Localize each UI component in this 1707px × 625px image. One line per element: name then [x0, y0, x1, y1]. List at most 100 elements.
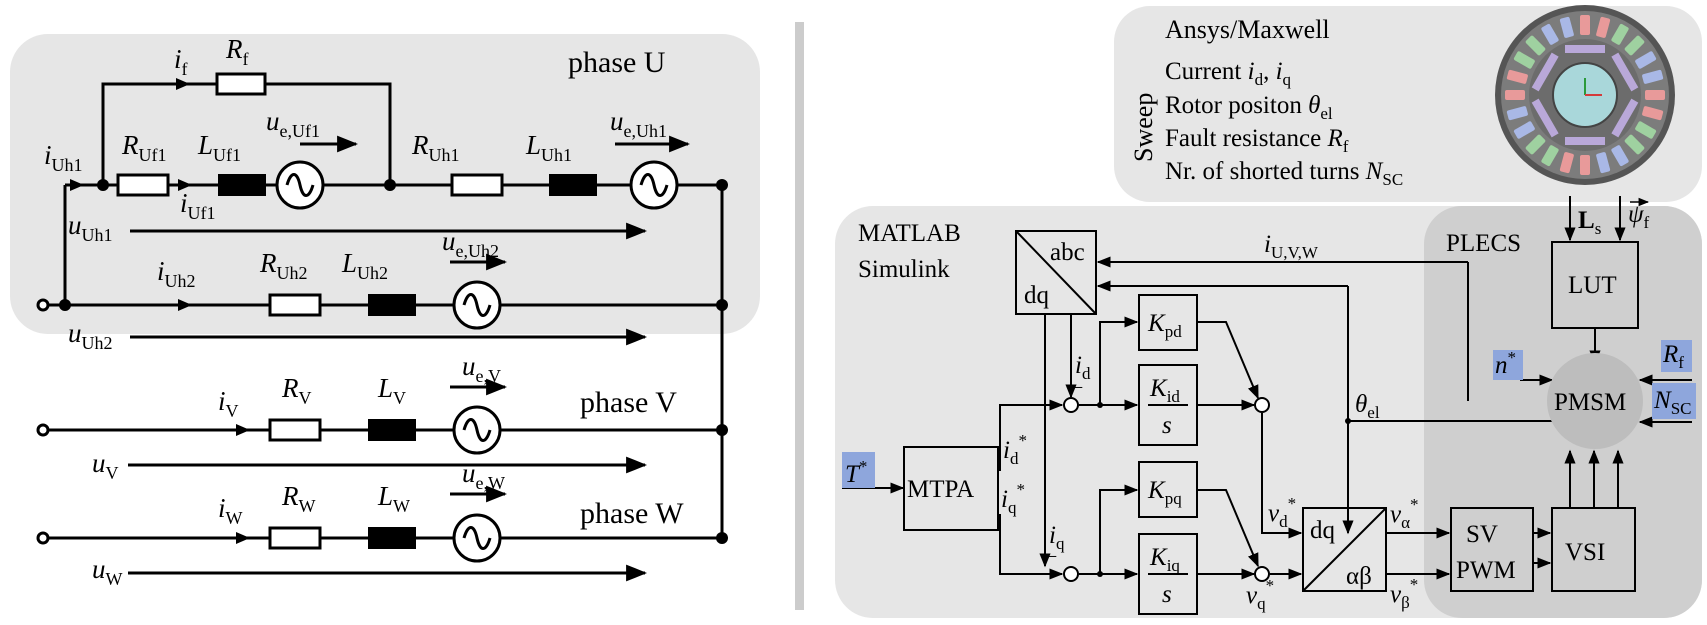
sweep-label: Sweep	[1129, 93, 1158, 162]
kiq-block	[1138, 533, 1198, 615]
terminal-w	[36, 531, 50, 545]
sweep-item-fault: Fault resistance Rf	[1165, 125, 1349, 156]
kpd-label: Kpd	[1147, 310, 1182, 341]
stator-slot	[1624, 134, 1645, 155]
pmsm-label: PMSM	[1554, 389, 1626, 416]
input-r-f[interactable]	[1661, 340, 1692, 372]
terminal-v	[36, 423, 50, 437]
stator-slot	[1635, 121, 1657, 139]
stator-slot	[1611, 23, 1629, 45]
label-u-uh2: uUh2	[68, 318, 113, 353]
stator-slot	[1624, 35, 1645, 56]
label-i-w: iW	[218, 493, 243, 528]
label-r-uf1: RUf1	[121, 130, 167, 165]
mtpa-label: MTPA	[907, 476, 974, 503]
matlab-label: MATLAB	[858, 220, 961, 247]
label-u-e-v: ue,V	[462, 351, 501, 386]
phase-u-label: phase U	[568, 46, 666, 79]
stator-slot	[1513, 51, 1535, 69]
signal-i-d-star: id*	[1003, 431, 1027, 468]
signal-theta-el: θel	[1355, 391, 1380, 422]
node-dot	[59, 299, 71, 311]
label-t-star: T*	[845, 457, 867, 488]
stator-slot	[1642, 69, 1664, 84]
stator-slot	[1642, 106, 1664, 121]
stator-slot	[1596, 152, 1611, 174]
panel-divider	[795, 22, 804, 610]
current-arrow	[70, 179, 84, 191]
label-l-v: LV	[377, 373, 406, 408]
kpq-label: Kpq	[1147, 477, 1182, 508]
kiq-s: s	[1162, 581, 1172, 608]
minus-sign-d: −	[1072, 377, 1083, 399]
inductor-luf1	[218, 174, 266, 196]
signal-i-q: iq	[1049, 522, 1065, 553]
inductor-lw	[368, 527, 416, 549]
stator-slot	[1580, 15, 1590, 35]
source-v-sine-icon	[462, 418, 492, 442]
abc-label: abc	[1050, 239, 1085, 266]
rotor-magnet	[1565, 45, 1605, 53]
lut-block	[1551, 241, 1639, 329]
stator-slot	[1513, 121, 1535, 139]
phase-w-label: phase W	[580, 497, 684, 530]
simulation-setup: Ansys/Maxwell Sweep Current id, iq Rotor…	[835, 5, 1702, 618]
current-arrow	[236, 532, 250, 544]
branch-dot	[1097, 402, 1103, 408]
sv-label: SV	[1466, 521, 1498, 548]
stator-slot	[1559, 16, 1574, 38]
rotor-magnet	[1611, 98, 1639, 138]
label-l-w: LW	[377, 481, 410, 516]
stator-slot	[1580, 155, 1590, 175]
rotor-magnet	[1531, 52, 1559, 92]
current-arrow	[236, 424, 250, 436]
resistor-rv	[268, 418, 322, 442]
current-arrow	[176, 78, 190, 90]
rotor-magnet	[1531, 98, 1559, 138]
sum-junction-vq	[1254, 566, 1270, 582]
stator-slot	[1635, 51, 1657, 69]
label-u-e-w: ue,W	[462, 458, 505, 493]
label-n-star: n*	[1495, 348, 1516, 379]
label-r-uh1: RUh1	[411, 130, 460, 165]
pmsm-machine	[1547, 353, 1643, 449]
rotor-magnet	[1611, 52, 1639, 92]
stator-slot	[1506, 69, 1528, 84]
label-u-e-uh2: ue,Uh2	[442, 226, 499, 261]
ansys-title: Ansys/Maxwell	[1165, 15, 1330, 44]
label-l-s: Ls	[1578, 207, 1601, 238]
lut-label: LUT	[1568, 272, 1617, 299]
simulink-label: Simulink	[858, 256, 950, 283]
vsi-label: VSI	[1565, 539, 1605, 566]
label-r-f: Rf	[225, 34, 249, 69]
sum-junction-d	[1063, 397, 1079, 413]
label-r-uh2: RUh2	[259, 248, 308, 283]
kiq-label: Kiq	[1149, 544, 1180, 575]
kid-block	[1138, 364, 1198, 446]
minus-sign-q: −	[1046, 546, 1057, 568]
resistor-rw	[268, 526, 322, 550]
stator-slot	[1541, 23, 1559, 45]
label-u-v: uV	[92, 448, 119, 483]
input-n-sc[interactable]	[1652, 383, 1696, 419]
label-l-uh2: LUh2	[341, 248, 388, 283]
input-n-star[interactable]	[1493, 350, 1523, 380]
source-uh2-sine-icon	[462, 293, 492, 317]
kid-s: s	[1162, 412, 1172, 439]
current-arrow	[178, 299, 192, 311]
label-r-f-input: Rf	[1662, 341, 1684, 372]
kid-label: Kid	[1149, 375, 1180, 406]
kpq-block	[1138, 461, 1198, 518]
sum-junction-q	[1063, 566, 1079, 582]
inductor-lv	[368, 419, 416, 441]
signal-v-alpha-star: vα*	[1390, 495, 1419, 532]
signal-v-d-star: vd*	[1268, 494, 1296, 531]
inductor-luh1	[549, 174, 597, 196]
stator-slot	[1505, 90, 1525, 100]
source-w-sine-icon	[462, 526, 492, 550]
input-t-star[interactable]	[842, 452, 875, 488]
sum-junction-vd	[1254, 397, 1270, 413]
stator-slot	[1611, 145, 1629, 167]
label-u-uh1: uUh1	[68, 210, 113, 245]
dq-label-right: dq	[1310, 517, 1336, 544]
